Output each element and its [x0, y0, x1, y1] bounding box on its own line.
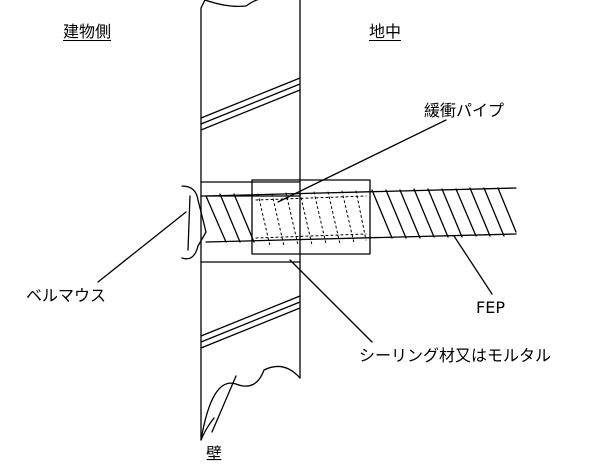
wall-hatch-upper: [200, 77, 301, 131]
building-side-label: 建物側: [63, 22, 112, 41]
leader-fep: [453, 235, 493, 295]
fep-bottom-line: [205, 233, 517, 243]
leader-bell-mouth: [97, 211, 187, 283]
leader-buffer-pipe: [277, 119, 447, 203]
leader-wall: [211, 375, 237, 433]
wall-hatch-lower: [200, 295, 301, 349]
wall-bottom-break: [200, 365, 301, 441]
buffer-pipe: [251, 179, 371, 255]
bell-mouth-label: ベルマウス: [26, 286, 107, 305]
buffer-pipe-label: 緩衝パイプ: [424, 101, 505, 120]
bell-mouth-inner: [187, 195, 191, 251]
underground-label: 地中: [369, 22, 402, 41]
buffer-pipe-hidden-ribs: [255, 190, 367, 247]
sealing-label: シーリング材又はモルタル: [359, 346, 552, 365]
bell-mouth: [181, 185, 207, 260]
leader-sealing: [289, 259, 373, 343]
wall-top-break: [204, 0, 259, 8]
wall-label: 壁: [206, 444, 223, 463]
fep-ribs: [205, 187, 517, 243]
fep-label: FEP: [476, 298, 505, 317]
